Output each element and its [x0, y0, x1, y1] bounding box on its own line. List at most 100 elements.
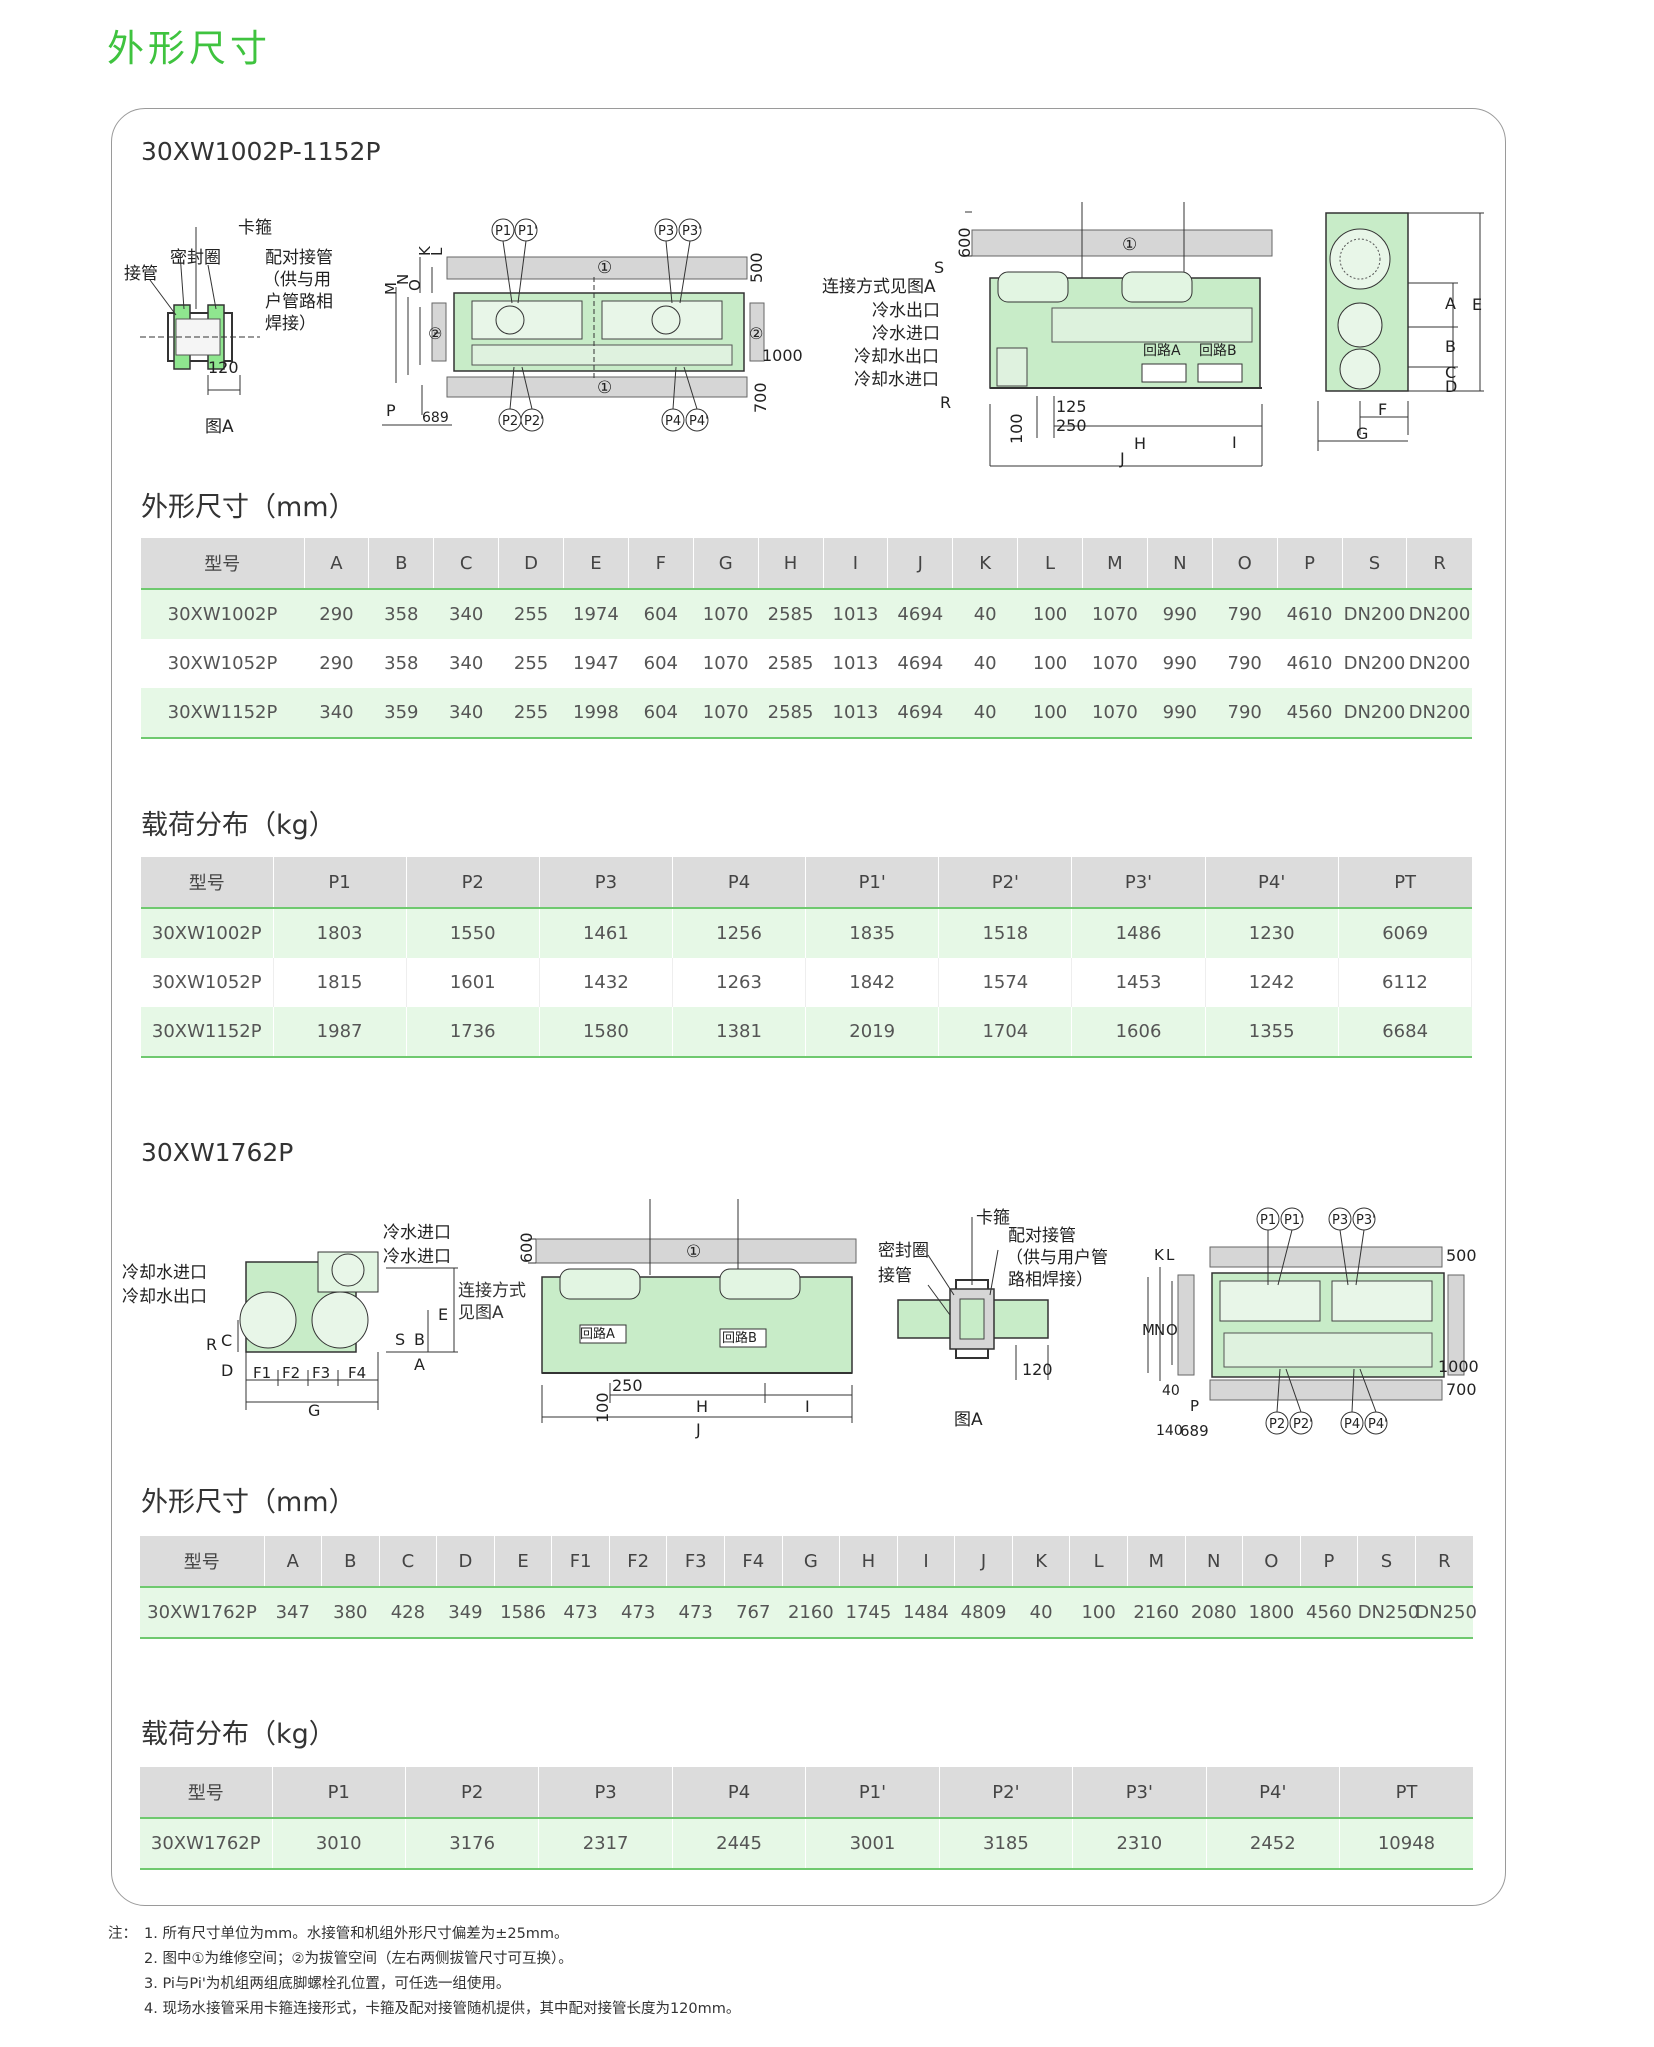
load-heading-1: 载荷分布（kg）: [141, 810, 336, 841]
table-header-cell: F3: [666, 1536, 725, 1588]
table-header-cell: P: [1300, 1536, 1359, 1588]
table-cell: 30XW1152P: [141, 688, 304, 739]
side-conn-label: 连接方式见图A: [822, 277, 936, 297]
table-cell: 1013: [823, 639, 888, 688]
table-cell: 2310: [1072, 1818, 1207, 1870]
end2-f1: F1: [253, 1364, 271, 1382]
table-header-cell: O: [1212, 538, 1278, 590]
table-cell: 100: [1069, 1587, 1128, 1639]
table-header-cell: P3': [1072, 1767, 1207, 1819]
figa2-mate-note1: （供与用户管: [1006, 1248, 1108, 1268]
table-header-cell: P2: [406, 857, 540, 909]
table-cell: 340: [433, 589, 499, 639]
side2-d250: 250: [612, 1376, 643, 1395]
table-cell: 1355: [1205, 1007, 1339, 1058]
table-header-cell: K: [1012, 1536, 1071, 1588]
end-f-text: F: [1378, 400, 1387, 419]
table-header-cell: I: [823, 538, 889, 590]
model-range-heading-2: 30XW1762P: [141, 1138, 294, 1167]
table-header-cell: A: [304, 538, 370, 590]
figa2-caption: 图A: [954, 1410, 983, 1430]
table-cell: 4809: [954, 1587, 1013, 1639]
table-header-cell: PT: [1339, 1767, 1473, 1819]
table-cell: 990: [1147, 688, 1213, 739]
table-cell: 1580: [539, 1007, 673, 1058]
plan-tube-space-left: ②: [428, 324, 442, 343]
side-chw-in: 冷水进口: [872, 324, 940, 344]
table-cell: 340: [433, 688, 499, 739]
table-cell: 428: [379, 1587, 437, 1639]
end-e-text: E: [1472, 295, 1482, 314]
plan-d700: 700: [751, 382, 770, 413]
table-cell: 1013: [823, 589, 888, 639]
table-cell: 380: [321, 1587, 380, 1639]
table-header-cell: L: [1069, 1536, 1128, 1588]
table-cell: 3185: [939, 1818, 1074, 1870]
table-header-cell: H: [758, 538, 824, 590]
figa-mate-note1: （供与用: [263, 270, 331, 290]
table-cell: 4560: [1277, 688, 1342, 739]
side-d600: 600: [955, 227, 974, 258]
figa2-pipe: 接管: [878, 1266, 912, 1286]
side-service-space: ①: [1122, 235, 1137, 255]
figa-caption: 图A: [205, 417, 234, 437]
figa-pipe-label: 接管: [124, 264, 158, 284]
plan2-p2: P2: [1269, 1417, 1285, 1432]
table-cell: 40: [952, 639, 1018, 688]
table-header-cell: L: [1017, 538, 1083, 590]
note-line: 4. 现场水接管采用卡箍连接形式，卡箍及配对接管随机提供，其中配对接管长度为12…: [144, 2001, 741, 2017]
table-cell: 1987: [273, 1007, 407, 1058]
table-cell: 1381: [672, 1007, 807, 1058]
table-cell: 1606: [1071, 1007, 1206, 1058]
plan2-d689: 689: [1180, 1422, 1209, 1440]
table-header-cell: P1': [805, 1767, 940, 1819]
table-cell: 1586: [494, 1587, 552, 1639]
table-header-cell: S: [1342, 538, 1408, 590]
table-header-cell: 型号: [140, 1767, 273, 1819]
table-cell: 2585: [758, 639, 823, 688]
table-header-cell: J: [887, 538, 954, 590]
plan2-d500: 500: [1446, 1246, 1477, 1265]
table-cell: 1070: [693, 639, 759, 688]
side-r-label: R: [940, 393, 951, 412]
plan2-d40: 40: [1162, 1383, 1180, 1399]
end2-chw-out: 冷水进口: [383, 1247, 451, 1267]
table-header-cell: P4': [1205, 857, 1339, 909]
table-cell: 790: [1212, 639, 1278, 688]
table-cell: 1550: [406, 908, 540, 958]
plan-o-label: O: [406, 279, 424, 291]
table-cell: 6112: [1338, 958, 1473, 1007]
table-header-cell: P2': [938, 857, 1073, 909]
table-header-cell: R: [1406, 538, 1472, 590]
side-view-drawing-2: 回路A 回路B ① 600 100 250 H I J: [517, 1199, 857, 1439]
table-cell: 604: [628, 688, 694, 739]
table-cell: 30XW1002P: [141, 589, 304, 639]
end2-conn-note: 连接方式 见图A: [458, 1280, 526, 1324]
notes: 注：1. 所有尺寸单位为mm。水接管和机组外形尺寸偏差为±25mm。 2. 图中…: [108, 1922, 740, 2022]
table-header-cell: P4: [672, 1767, 807, 1819]
table-cell: 1800: [1242, 1587, 1301, 1639]
table-cell: 1704: [938, 1007, 1073, 1058]
table-cell: 340: [433, 639, 499, 688]
end-g-text: G: [1356, 424, 1368, 443]
table-cell: 290: [304, 639, 369, 688]
table-cell: 2585: [758, 688, 823, 739]
table-cell: 1432: [539, 958, 673, 1007]
plan-p2p-label: P2': [524, 414, 544, 429]
table-cell: 30XW1052P: [141, 639, 304, 688]
plan2-n: N: [1154, 1321, 1165, 1339]
table-cell: DN250: [1415, 1587, 1477, 1639]
end2-f3: F3: [312, 1364, 330, 1382]
figa2-len: 120: [1022, 1360, 1053, 1379]
table-cell: 3010: [272, 1818, 406, 1870]
table-cell: 1461: [539, 908, 673, 958]
side-cdw-in: 冷却水进口: [854, 370, 939, 390]
table-cell: 100: [1017, 688, 1083, 739]
table-cell: 1070: [1082, 639, 1148, 688]
table-header-cell: A: [264, 1536, 323, 1588]
table-header-cell: F: [628, 538, 694, 590]
table-cell: 473: [551, 1587, 610, 1639]
plan-p4-label: P4: [665, 414, 681, 429]
table-header-cell: G: [693, 538, 759, 590]
